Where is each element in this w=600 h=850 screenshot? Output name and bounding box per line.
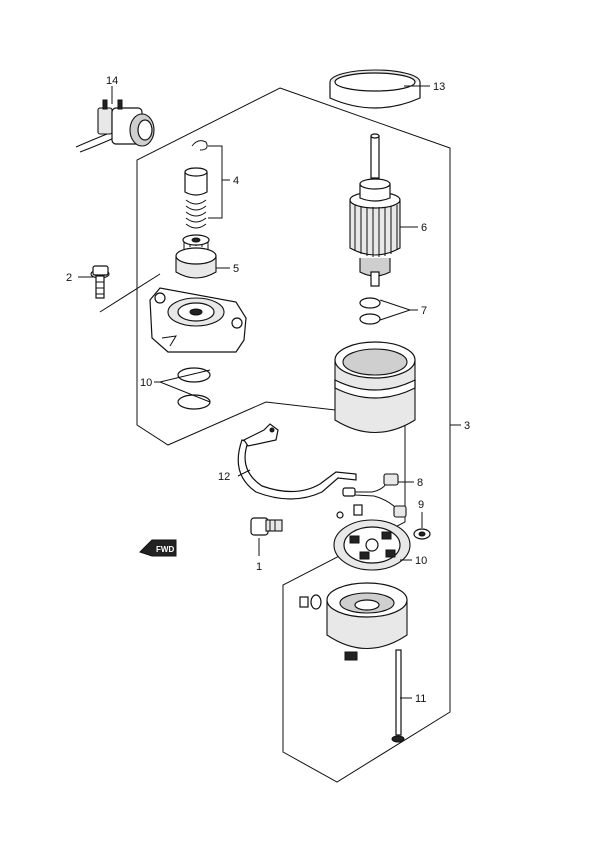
nut-grommet-part [413, 528, 431, 540]
brush-plate-part [333, 511, 411, 571]
fwd-arrow-icon: FWD [139, 539, 177, 557]
armature-part [349, 133, 401, 287]
mounting-strap-part [237, 423, 357, 500]
yoke-housing-part [334, 341, 416, 434]
rear-cover-part [326, 582, 408, 661]
callout-12: 12 [218, 471, 230, 483]
callout-10-right: 10 [415, 555, 427, 567]
leader-lines [78, 85, 461, 699]
fwd-arrow-label: FWD [156, 545, 174, 554]
brush-lead-part [342, 473, 407, 518]
callout-8: 8 [417, 477, 423, 489]
callout-11: 11 [415, 693, 426, 705]
callout-10-left: 10 [140, 377, 152, 389]
ring-band-part [329, 69, 421, 109]
solenoid-switch-part [75, 99, 155, 153]
front-bracket-part [149, 287, 247, 353]
small-nut-washer-part [299, 594, 322, 610]
callout-2: 2 [66, 272, 72, 284]
callout-9: 9 [418, 499, 424, 511]
pinion-gear-part [175, 234, 217, 279]
flange-bolt-part [90, 265, 110, 299]
callout-5: 5 [233, 263, 239, 275]
callout-13: 13 [433, 81, 445, 93]
callout-7: 7 [421, 305, 427, 317]
assembly-boundary [136, 87, 451, 783]
callout-6: 6 [421, 222, 427, 234]
callout-4: 4 [233, 175, 239, 187]
callout-3: 3 [464, 420, 470, 432]
callout-1: 1 [256, 561, 262, 573]
bolt-part [250, 517, 283, 536]
washer-pair-part [359, 297, 381, 325]
through-bolt-part [391, 649, 405, 743]
clip-spring-sleeve-part [184, 140, 208, 229]
callout-14: 14 [106, 75, 118, 87]
